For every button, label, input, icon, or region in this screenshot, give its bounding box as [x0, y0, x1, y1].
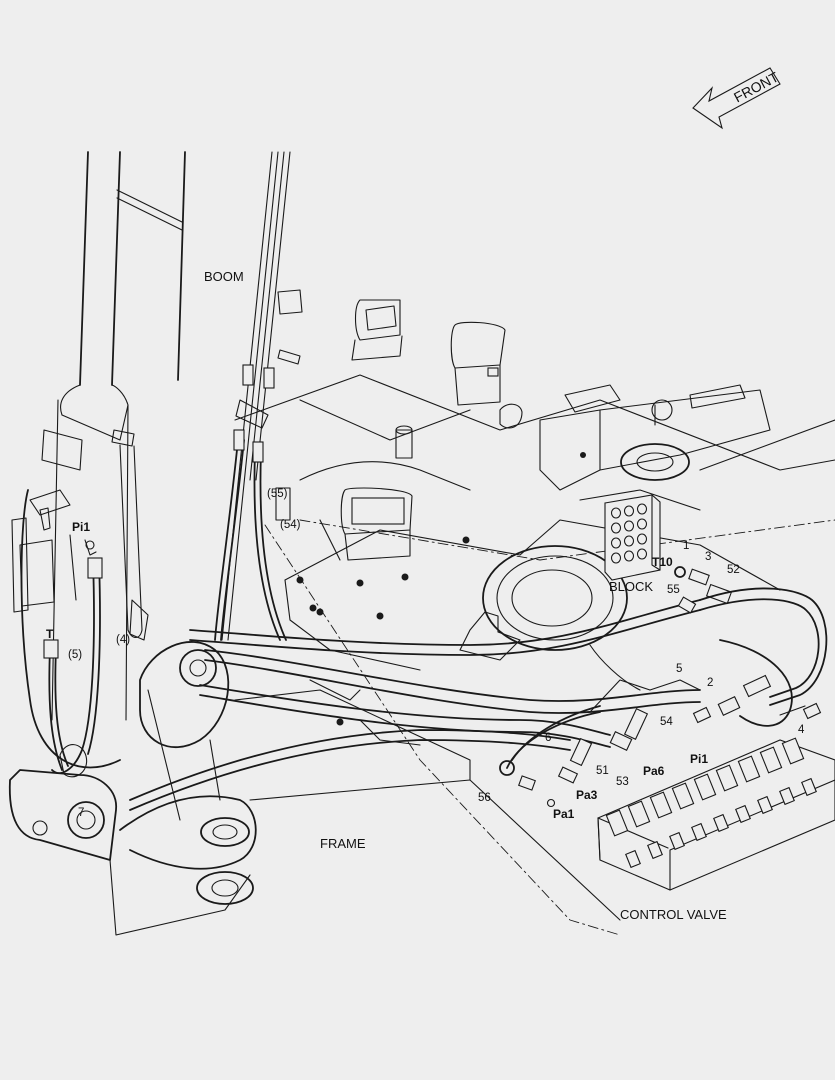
valve-spool-port	[669, 831, 685, 851]
boom-cylinder	[11, 151, 186, 769]
block-port-hole	[623, 505, 635, 517]
callout-56: 56	[478, 792, 491, 804]
callout-4: 4	[798, 724, 805, 736]
control-valve-label: CONTROL VALVE	[620, 907, 727, 922]
valve-spool-cap	[759, 746, 783, 774]
callout-5-paren: (5)	[68, 649, 83, 661]
valve-spool-cap	[715, 764, 739, 792]
callout-53: 53	[616, 776, 629, 788]
control-valve-body	[597, 737, 835, 891]
frame-label: FRAME	[320, 836, 366, 851]
block-port-hole	[636, 518, 648, 530]
callout-4-paren: (4)	[116, 634, 131, 646]
port-label-pa1: Pa1	[553, 807, 575, 821]
front-arrow-icon	[692, 67, 781, 130]
center-lines	[264, 519, 835, 936]
valve-spool-port	[647, 840, 663, 860]
port-label-pa6: Pa6	[643, 764, 665, 778]
callout-52: 52	[727, 564, 740, 576]
port-label-pi1-right: Pi1	[690, 752, 709, 766]
valve-spool-cap	[671, 782, 695, 810]
block-port-hole	[610, 552, 622, 564]
callout-7: 7	[78, 807, 85, 819]
port-label-pa3: Pa3	[576, 788, 598, 802]
block-port-hole	[636, 533, 648, 545]
valve-spool-cap	[693, 773, 717, 801]
block-port-hole	[636, 548, 648, 560]
callout-1: 1	[683, 540, 690, 552]
callout-54: 54	[660, 716, 673, 728]
callout-55-paren: (55)	[267, 488, 288, 500]
block-port-hole	[636, 503, 648, 515]
boom-label: BOOM	[204, 269, 244, 284]
callout-51: 51	[596, 765, 609, 777]
port-label-t10: T10	[652, 555, 673, 569]
block-port-hole	[610, 507, 622, 519]
valve-spool-cap	[627, 800, 651, 828]
callout-54-paren: (54)	[280, 519, 301, 531]
port-label-t-left: T	[46, 627, 54, 641]
valve-spool-port	[691, 822, 707, 842]
valve-spool-port	[713, 813, 729, 833]
lower-frame	[234, 679, 621, 921]
block-port-hole	[623, 535, 635, 547]
left-hoses	[43, 557, 103, 778]
block-port-hole	[623, 520, 635, 532]
valve-spool-port	[625, 849, 641, 869]
valve-spool-port	[735, 804, 751, 824]
port-label-pi1-left: Pi1	[72, 520, 91, 534]
valve-spool-cap	[781, 737, 805, 765]
valve-spool-cap	[605, 809, 629, 837]
callout-55: 55	[667, 584, 680, 596]
valve-spool-cap	[649, 791, 673, 819]
block-port-hole	[623, 550, 635, 562]
boom-hoses	[129, 151, 701, 811]
boom-foot	[8, 641, 257, 936]
block-label: BLOCK	[609, 579, 654, 594]
valve-spool-cap	[737, 755, 761, 783]
callout-2: 2	[707, 677, 714, 689]
valve-spool-port	[801, 777, 817, 797]
callout-3: 3	[705, 551, 712, 563]
callout-6: 6	[545, 732, 552, 744]
solenoid-block	[604, 494, 733, 614]
callout-5: 5	[676, 663, 683, 675]
valve-fittings	[499, 587, 828, 808]
upper-frame	[234, 299, 835, 726]
block-port-hole	[610, 522, 622, 534]
block-port-hole	[610, 537, 622, 549]
valve-spool-port	[757, 795, 773, 815]
valve-spool-port	[779, 786, 795, 806]
